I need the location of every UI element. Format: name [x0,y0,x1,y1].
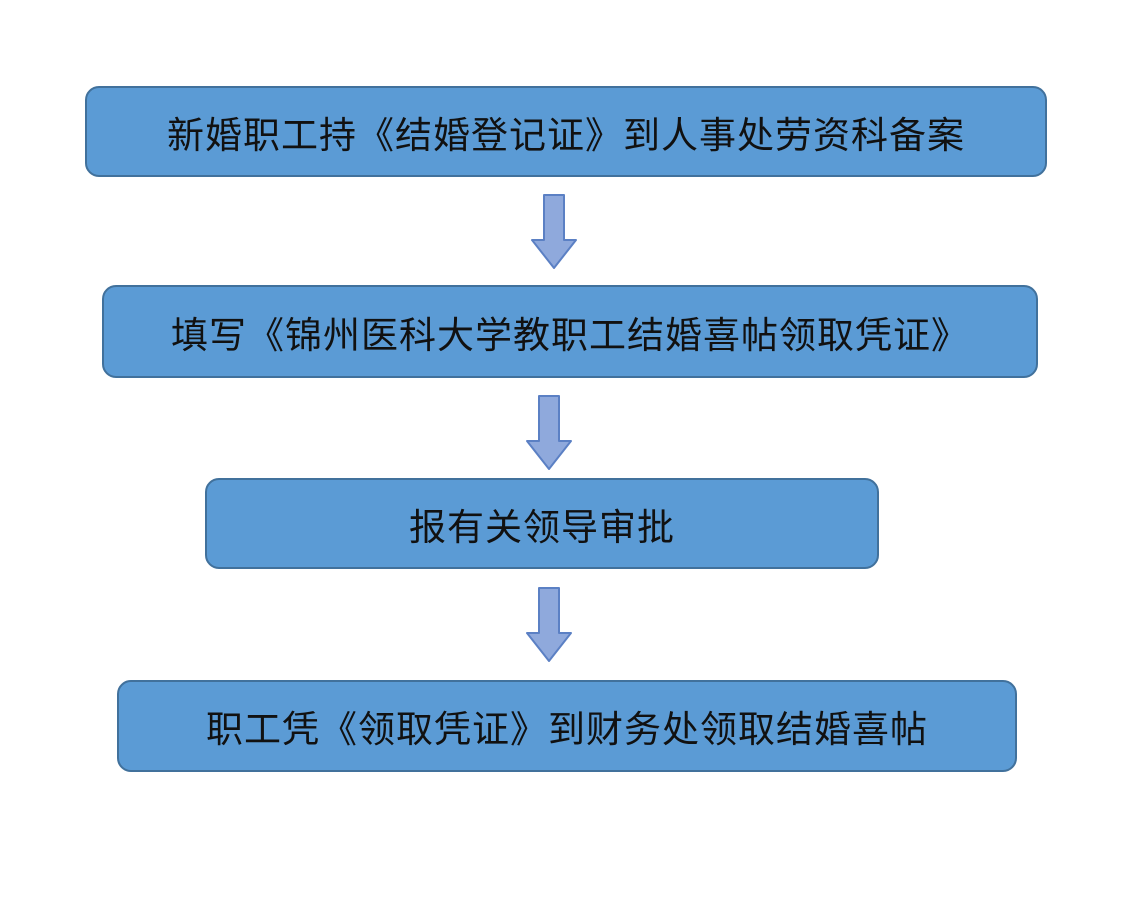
step-4-label: 职工凭《领取凭证》到财务处领取结婚喜帖 [206,708,928,751]
step-2-label: 填写《锦州医科大学教职工结婚喜帖领取凭证》 [171,313,969,357]
step-4-box: 职工凭《领取凭证》到财务处领取结婚喜帖 [117,680,1017,772]
step-3-label: 报有关领导审批 [409,505,675,549]
down-arrow-icon [526,587,572,662]
down-arrow-icon [531,194,577,269]
step-3-box: 报有关领导审批 [205,478,879,569]
step-1-box: 新婚职工持《结婚登记证》到人事处劳资科备案 [85,86,1047,177]
down-arrow-icon [526,395,572,470]
step-1-label: 新婚职工持《结婚登记证》到人事处劳资科备案 [167,113,965,157]
step-2-box: 填写《锦州医科大学教职工结婚喜帖领取凭证》 [102,285,1038,378]
